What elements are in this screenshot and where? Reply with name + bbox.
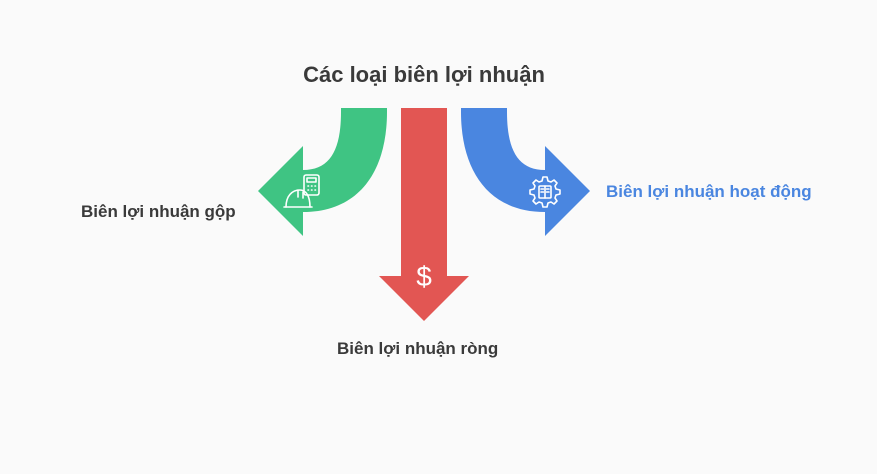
right-arrow [461, 108, 590, 236]
right-arrow-shape [461, 108, 590, 236]
operating-margin-label: Biên lợi nhuận hoạt động [606, 182, 812, 201]
gear-document-icon [529, 176, 561, 208]
left-arrow [258, 108, 387, 236]
building-calculator-icon [283, 174, 320, 208]
gross-margin-label: Biên lợi nhuận gộp [81, 202, 236, 221]
dollar-icon: $ [416, 261, 432, 292]
net-margin-label: Biên lợi nhuận ròng [337, 339, 499, 358]
center-arrow-shape [379, 108, 469, 321]
diagram-title: Các loại biên lợi nhuận [303, 62, 545, 87]
center-arrow: $ [379, 108, 469, 321]
left-arrow-shape [258, 108, 387, 236]
